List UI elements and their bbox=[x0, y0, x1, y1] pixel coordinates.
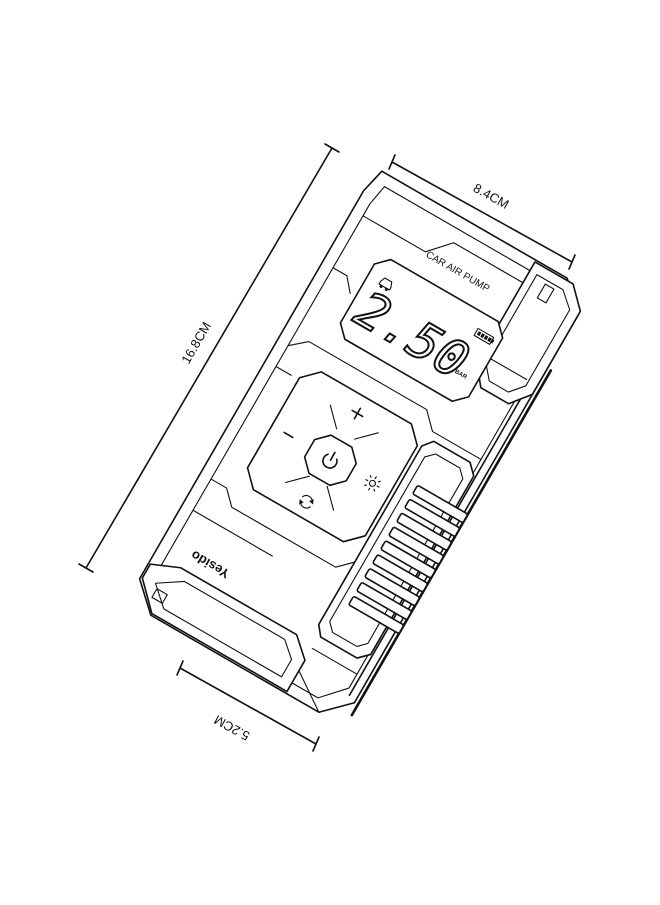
cycle-icon bbox=[299, 494, 314, 509]
vent-grille bbox=[348, 485, 468, 634]
air-pump-device: CAR AIR PUMP 2.50 BAR bbox=[138, 170, 582, 717]
bottom-bumper bbox=[141, 563, 306, 693]
power-button[interactable] bbox=[299, 429, 363, 491]
cycle-button[interactable] bbox=[280, 477, 333, 525]
battery-icon bbox=[473, 327, 495, 345]
light-button[interactable] bbox=[348, 460, 396, 507]
plus-button[interactable] bbox=[329, 390, 383, 440]
car-icon bbox=[378, 277, 393, 291]
light-icon bbox=[364, 475, 381, 492]
control-pad bbox=[246, 371, 419, 543]
indicator-slot-bottom bbox=[151, 588, 168, 604]
indicator-slot-top bbox=[536, 283, 555, 304]
power-icon bbox=[322, 451, 338, 469]
minus-button[interactable] bbox=[265, 412, 313, 459]
minus-icon bbox=[283, 431, 294, 439]
width-label: 8.4CM bbox=[471, 180, 512, 212]
depth-label: 5.2CM bbox=[211, 712, 252, 744]
